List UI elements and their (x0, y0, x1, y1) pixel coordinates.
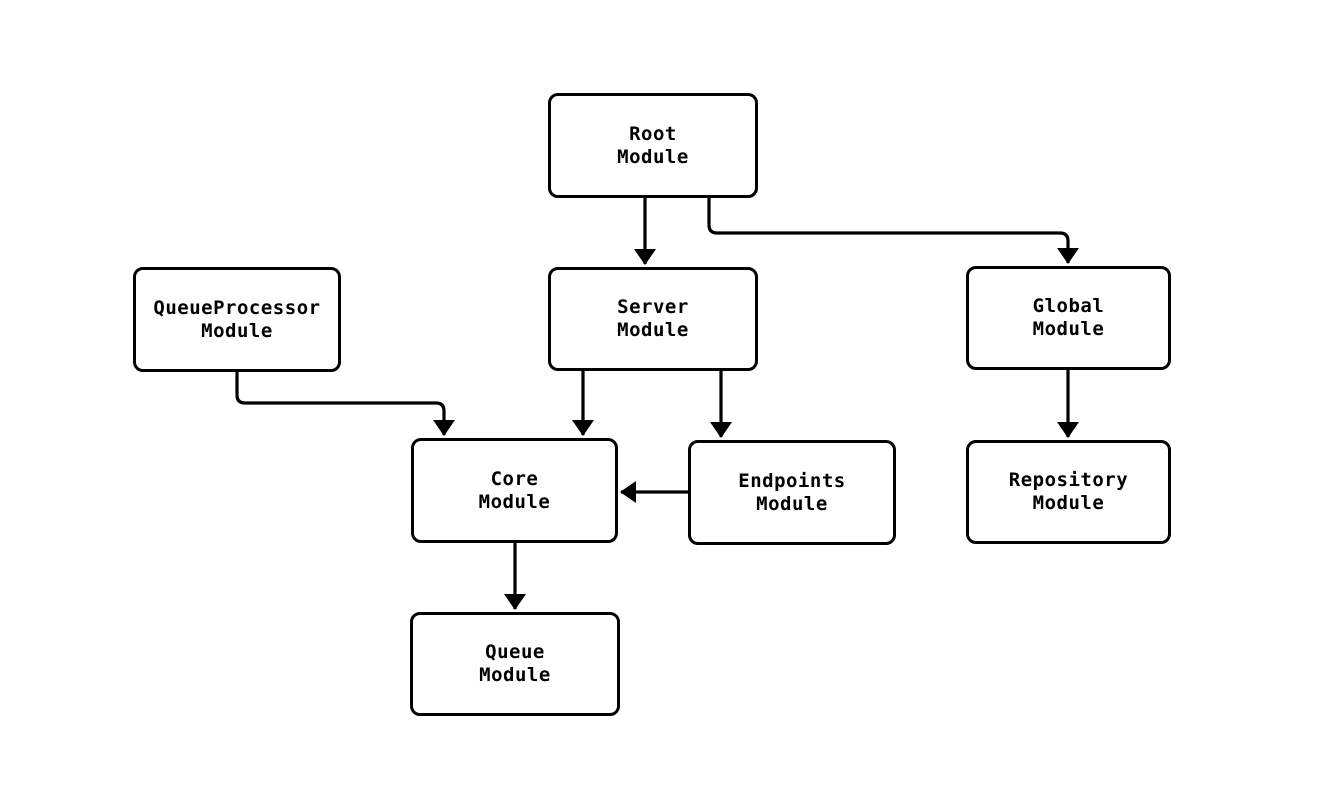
node-label-line2: Module (1032, 318, 1105, 340)
node-label-line2: Module (1032, 492, 1105, 514)
node-label-line1: Endpoints (738, 469, 846, 492)
node-label-line1: QueueProcessor (153, 296, 321, 319)
node-label-line1: Core (490, 467, 539, 490)
node-label-line2: Module (756, 492, 828, 515)
node-label-line1: Server (617, 296, 689, 318)
node-label-line1: Repository (1008, 469, 1129, 491)
node-label-line2: Module (617, 319, 689, 341)
node-label-line2: Module (201, 319, 273, 342)
node-label-line2: Module (617, 145, 689, 168)
node-label-line2: Module (478, 490, 551, 513)
node-label-line1: Global (1032, 295, 1105, 317)
node-label-line1: Root (629, 122, 677, 145)
node-label-line2: Module (479, 664, 551, 686)
node-label-line1: Queue (485, 641, 545, 663)
